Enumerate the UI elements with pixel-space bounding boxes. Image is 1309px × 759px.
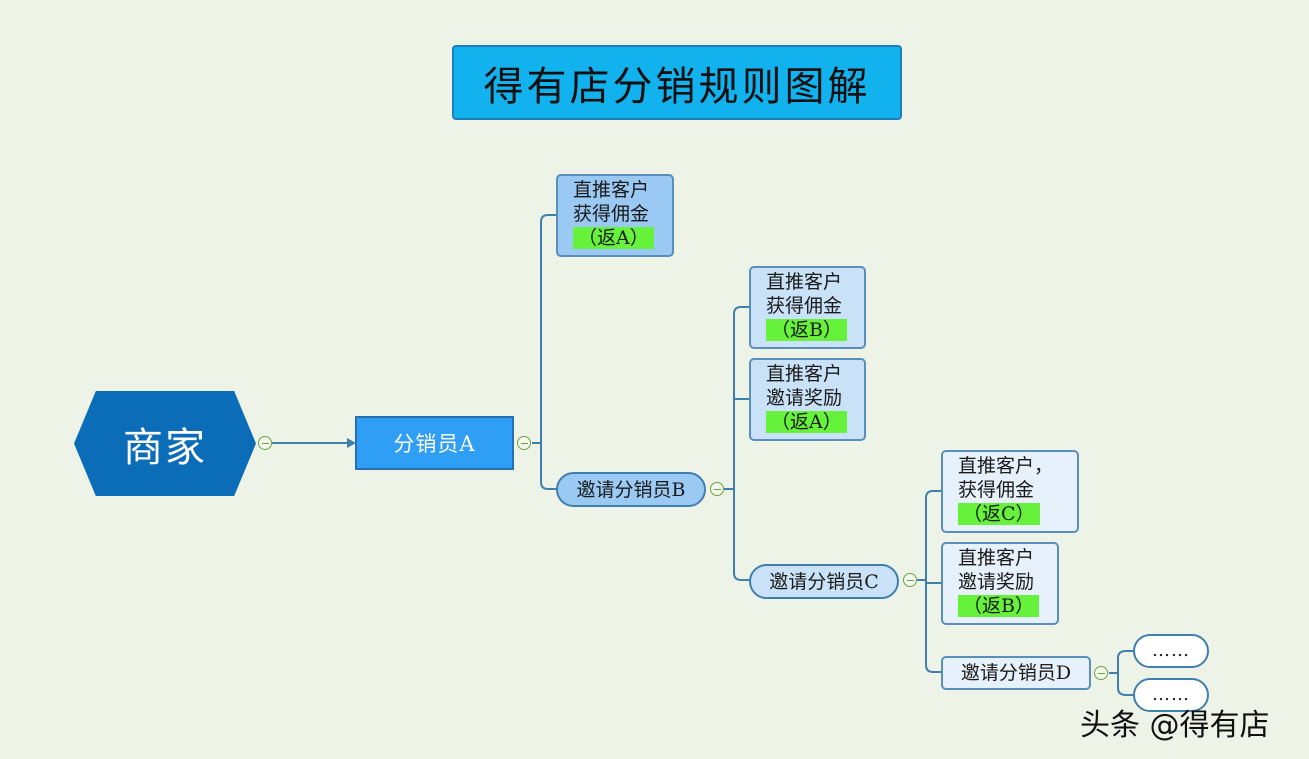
collapse-icon[interactable] bbox=[710, 482, 724, 496]
node-line-2: 获得佣金 bbox=[958, 479, 1035, 501]
connector-c-branch bbox=[925, 490, 941, 673]
node-d-child-2[interactable]: …… bbox=[1133, 678, 1209, 712]
collapse-icon[interactable] bbox=[903, 573, 917, 587]
diagram-title: 得有店分销规则图解 bbox=[452, 45, 902, 120]
connector-d-branch bbox=[1117, 650, 1133, 696]
node-line-2: 邀请奖励 bbox=[766, 387, 843, 409]
node-line-1: 直推客户 bbox=[958, 547, 1035, 569]
node-b-direct-commission[interactable]: 直推客户 获得佣金 （返B） bbox=[749, 266, 866, 349]
return-label: （返B） bbox=[958, 595, 1039, 617]
node-line-1: 直推客户 bbox=[766, 271, 843, 293]
node-invite-distributor-c[interactable]: 邀请分销员C bbox=[749, 564, 899, 599]
watermark: 头条 @得有店 bbox=[1080, 708, 1270, 743]
return-label: （返A） bbox=[766, 411, 847, 433]
collapse-icon[interactable] bbox=[258, 436, 272, 450]
collapse-icon[interactable] bbox=[517, 436, 531, 450]
connector-b-branch bbox=[733, 306, 749, 581]
node-d-child-1[interactable]: …… bbox=[1133, 634, 1209, 668]
return-label: （返A） bbox=[573, 227, 654, 249]
arrowhead bbox=[347, 438, 356, 448]
node-line-2: 邀请奖励 bbox=[958, 571, 1035, 593]
root-node-merchant[interactable]: 商家 bbox=[74, 391, 256, 496]
node-c-direct-commission[interactable]: 直推客户， 获得佣金 （返C） bbox=[941, 450, 1079, 533]
node-line-2: 获得佣金 bbox=[766, 295, 843, 317]
node-c-invite-reward[interactable]: 直推客户 邀请奖励 （返B） bbox=[941, 542, 1059, 625]
node-distributor-a[interactable]: 分销员A bbox=[355, 416, 514, 470]
collapse-icon[interactable] bbox=[1094, 666, 1108, 680]
node-invite-distributor-b[interactable]: 邀请分销员B bbox=[556, 472, 706, 507]
node-a-direct-commission[interactable]: 直推客户 获得佣金 （返A） bbox=[556, 174, 674, 257]
node-line-1: 直推客户 bbox=[766, 363, 843, 385]
node-b-invite-reward[interactable]: 直推客户 邀请奖励 （返A） bbox=[749, 358, 866, 441]
connector-a-branch bbox=[540, 214, 556, 490]
node-line-1: 直推客户 bbox=[573, 179, 650, 201]
return-label: （返C） bbox=[958, 503, 1040, 525]
node-invite-distributor-d[interactable]: 邀请分销员D bbox=[941, 656, 1091, 690]
node-line-2: 获得佣金 bbox=[573, 203, 650, 225]
return-label: （返B） bbox=[766, 319, 847, 341]
node-line-1: 直推客户， bbox=[958, 455, 1054, 477]
